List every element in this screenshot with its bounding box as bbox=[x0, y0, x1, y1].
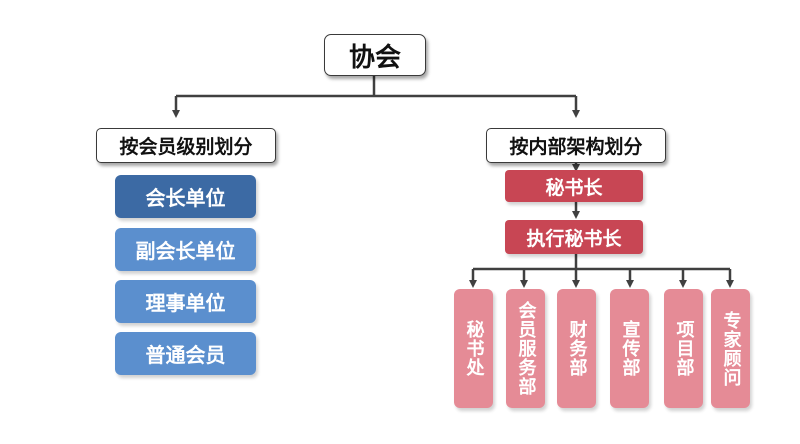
department-label-2: 会员服务部 bbox=[515, 301, 537, 396]
department-box-4: 宣传部 bbox=[610, 289, 649, 408]
department-label-1: 秘书处 bbox=[463, 320, 485, 377]
department-box-6: 专家顾问 bbox=[711, 289, 750, 408]
member-level-box-1: 会长单位 bbox=[115, 175, 256, 218]
right-branch-title-label: 按内部架构划分 bbox=[509, 136, 643, 158]
member-level-box-4: 普通会员 bbox=[115, 332, 256, 375]
member-level-label-1: 会长单位 bbox=[145, 186, 226, 210]
department-box-3: 财务部 bbox=[557, 289, 596, 408]
department-label-6: 专家顾问 bbox=[720, 310, 742, 387]
member-level-label-2: 副会长单位 bbox=[135, 239, 236, 263]
left-branch-title: 按会员级别划分 bbox=[96, 128, 276, 163]
department-box-5: 项目部 bbox=[664, 289, 703, 408]
department-label-4: 宣传部 bbox=[619, 320, 641, 377]
member-level-box-2: 副会长单位 bbox=[115, 228, 256, 271]
secretary-general-box: 秘书长 bbox=[505, 170, 643, 202]
department-label-3: 财务部 bbox=[566, 320, 588, 377]
left-branch-title-label: 按会员级别划分 bbox=[119, 136, 253, 158]
department-box-2: 会员服务部 bbox=[506, 289, 545, 408]
department-label-5: 项目部 bbox=[673, 320, 695, 377]
executive-secretary-box: 执行秘书长 bbox=[505, 220, 643, 254]
member-level-label-3: 理事单位 bbox=[145, 291, 226, 315]
member-level-box-3: 理事单位 bbox=[115, 280, 256, 323]
department-box-1: 秘书处 bbox=[454, 289, 493, 408]
right-branch-title: 按内部架构划分 bbox=[486, 128, 666, 163]
secretary-general-label: 秘书长 bbox=[545, 176, 603, 199]
member-level-label-4: 普通会员 bbox=[145, 343, 226, 367]
root-node: 协会 bbox=[324, 34, 426, 76]
executive-secretary-label: 执行秘书长 bbox=[526, 227, 622, 250]
root-label: 协会 bbox=[348, 42, 401, 73]
